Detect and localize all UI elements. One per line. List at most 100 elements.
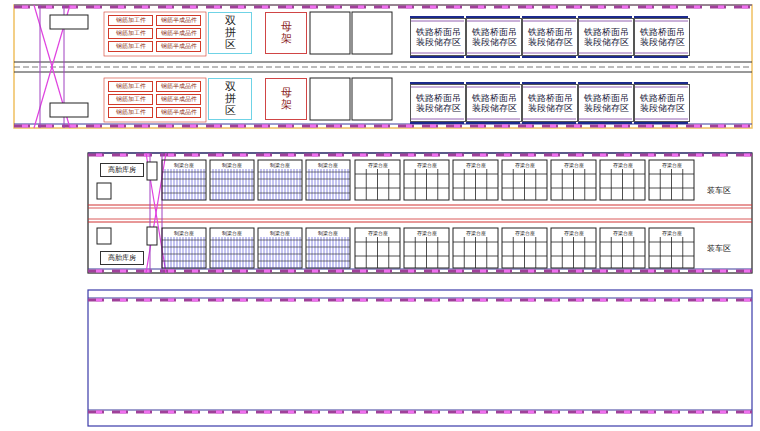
storage-bed <box>355 228 400 268</box>
rebar-line <box>186 169 187 200</box>
bed-line <box>415 237 416 268</box>
storage-band <box>634 21 688 22</box>
storage-band <box>466 53 520 54</box>
store-area: 铁路桥面吊装段储存区 <box>466 18 522 56</box>
bed-line <box>671 169 672 200</box>
casting-bed <box>162 160 206 200</box>
rebar-line <box>306 186 350 187</box>
rebar-line <box>342 237 343 268</box>
bed-line <box>535 169 536 200</box>
area-label: 装车区 <box>707 185 731 196</box>
bed-line <box>513 237 514 268</box>
rebar-line <box>210 179 254 180</box>
area-label: 钢筋加工件 <box>116 83 146 90</box>
rebar-line <box>258 254 302 255</box>
rebar-line <box>333 237 334 268</box>
area-label: 钢筋半成品件 <box>161 43 197 50</box>
rebar-line <box>300 169 301 200</box>
area-label: 钢筋半成品件 <box>161 109 197 116</box>
area-label: 存梁台座 <box>416 162 438 168</box>
storage-band <box>578 119 632 120</box>
dense-area: 制梁台座 <box>258 228 302 268</box>
bed-line <box>660 169 661 200</box>
rebar-line <box>261 169 262 200</box>
area-label: 母架 <box>281 21 292 45</box>
bed-line <box>388 169 389 200</box>
yard-panel <box>14 5 752 128</box>
storage-bed <box>551 228 596 268</box>
rebar-line <box>339 237 340 268</box>
rebar-line <box>336 169 337 200</box>
grid-area: 存梁台座 <box>404 228 449 268</box>
area-label: 钢筋加工件 <box>116 17 146 24</box>
bed-line <box>584 237 585 268</box>
storage-band <box>522 87 576 88</box>
store-area: 铁路桥面吊装段储存区 <box>410 18 466 56</box>
rebar-line <box>249 237 250 268</box>
small-area: 钢筋加工件 <box>108 94 153 105</box>
rebar-line <box>345 237 346 268</box>
rebar-line <box>285 169 286 200</box>
boundary-fence <box>96 270 752 273</box>
area-label: 制梁台座 <box>173 162 195 168</box>
equipment-box <box>147 227 157 245</box>
rebar-line <box>231 237 232 268</box>
storage-bed <box>404 228 449 268</box>
storage-bed <box>649 160 694 200</box>
rebar-line <box>276 237 277 268</box>
storage-bed <box>502 228 547 268</box>
rebar-line <box>336 237 337 268</box>
rebar-line <box>240 237 241 268</box>
rebar-line <box>201 169 202 200</box>
rebar-line <box>210 172 254 173</box>
storage-band <box>466 119 520 120</box>
rebar-line <box>210 186 254 187</box>
rebar-line <box>180 237 181 268</box>
storage-band <box>634 53 688 54</box>
rebar-line <box>321 169 322 200</box>
storage-band <box>578 122 632 124</box>
area-label: 高胎库房 <box>108 165 136 175</box>
bed-line <box>682 237 683 268</box>
bed-line <box>475 237 476 268</box>
storage-band <box>634 122 688 124</box>
boundary-fence <box>96 154 752 157</box>
area-label: 存梁台座 <box>514 230 536 236</box>
rebar-line <box>201 237 202 268</box>
small-area: 钢筋加工件 <box>108 41 153 52</box>
storage-band <box>634 119 688 120</box>
boundary-fence <box>22 6 752 9</box>
rebar-line <box>318 237 319 268</box>
rebar-line <box>309 237 310 268</box>
area-label: 制梁台座 <box>173 230 195 236</box>
area-label: 铁路桥面吊装段储存区 <box>635 93 689 114</box>
rebar-line <box>306 240 350 241</box>
bed-line <box>475 169 476 200</box>
boundary-line <box>14 5 752 6</box>
rebar-line <box>219 237 220 268</box>
rebar-line <box>288 169 289 200</box>
empty-bay <box>352 78 392 120</box>
bed-line <box>415 169 416 200</box>
dense-area: 制梁台座 <box>306 160 350 200</box>
rebar-line <box>318 169 319 200</box>
casting-bed <box>258 160 302 200</box>
small-area: 钢筋半成品件 <box>156 15 201 26</box>
dense-area: 制梁台座 <box>210 228 254 268</box>
rebar-line <box>333 169 334 200</box>
area-label: 存梁台座 <box>465 162 487 168</box>
store-area: 铁路桥面吊装段储存区 <box>522 18 578 56</box>
rebar-line <box>270 169 271 200</box>
bed-line <box>464 237 465 268</box>
area-label: 钢筋加工件 <box>116 30 146 37</box>
rebar-line <box>225 237 226 268</box>
grid-area: 存梁台座 <box>502 228 547 268</box>
rebar-line <box>204 237 205 268</box>
rebar-line <box>162 172 206 173</box>
small-area: 钢筋半成品件 <box>156 107 201 118</box>
rebar-line <box>174 169 175 200</box>
rebar-line <box>273 237 274 268</box>
small-area: 钢筋加工件 <box>108 81 153 92</box>
